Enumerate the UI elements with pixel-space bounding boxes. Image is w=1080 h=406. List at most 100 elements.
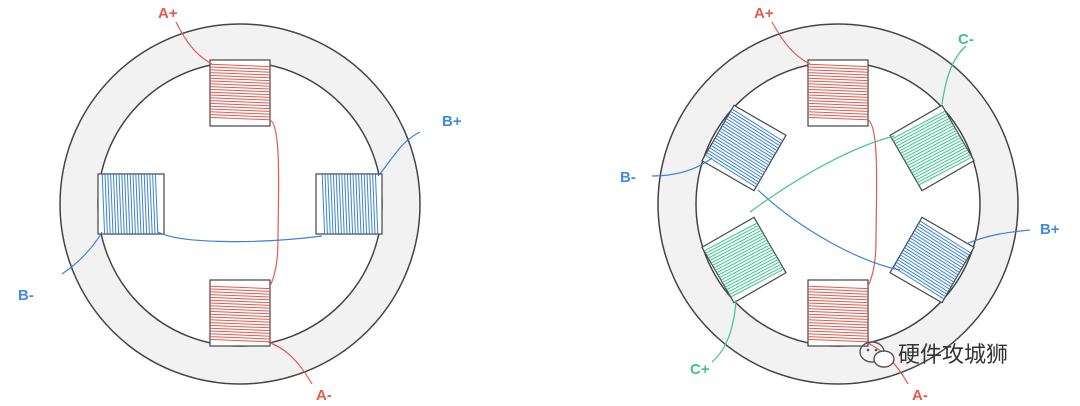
coil-turn	[807, 83, 869, 87]
coil-turn	[915, 227, 967, 261]
coil-turn	[893, 112, 947, 142]
left-wire-b-link	[157, 231, 323, 243]
coil-turn	[710, 234, 765, 264]
coil-turn	[714, 137, 767, 171]
coil-turn	[908, 239, 960, 273]
coil-turn	[721, 125, 774, 159]
coil-turn	[324, 173, 328, 235]
coil-turn	[209, 94, 271, 98]
coil-turn	[716, 135, 768, 169]
coil-turn	[344, 173, 348, 235]
coil-turn	[909, 237, 962, 271]
coil-turn	[730, 268, 785, 298]
coil-turn	[911, 235, 963, 268]
coil-turn	[807, 291, 869, 295]
watermark-text: 硬件攻城狮	[898, 343, 1008, 368]
coil-turn	[807, 86, 869, 90]
coil-turn	[330, 173, 334, 235]
coil-turn	[154, 173, 159, 235]
coil-turn	[209, 72, 271, 76]
coil-turn	[914, 230, 966, 264]
right-wire-b-plus	[965, 229, 1031, 245]
coil-turn	[352, 173, 356, 235]
coil-turn	[807, 77, 869, 82]
coil-turn	[209, 330, 271, 334]
coil-turn	[807, 299, 869, 304]
coil-turn	[898, 256, 950, 290]
coil-turn	[729, 266, 783, 296]
coil-turn	[807, 308, 869, 312]
coil-turn	[104, 173, 108, 235]
coil-turn	[807, 63, 869, 68]
right-label-b-minus: B-	[620, 169, 636, 186]
coil-turn	[374, 173, 379, 235]
coil-turn	[910, 142, 964, 171]
coil-turn	[209, 310, 271, 315]
coil-turn	[209, 111, 271, 115]
coil-turn	[807, 97, 869, 101]
coil-turn	[807, 322, 869, 326]
coil-turn	[209, 114, 271, 118]
coil-turn	[728, 113, 781, 147]
coil-turn	[101, 173, 106, 235]
coil-turn	[121, 173, 125, 235]
coil-turn	[209, 74, 271, 79]
coil-turn	[126, 173, 131, 235]
coil-turn	[209, 116, 271, 121]
wechat-icon	[859, 341, 895, 368]
coil-turn	[209, 324, 271, 329]
coil-turn	[807, 333, 869, 337]
coil-turn	[897, 120, 952, 150]
right-label-c-plus: C+	[690, 361, 710, 378]
coil-turn	[912, 232, 964, 266]
coil-turn	[807, 94, 869, 98]
right-pole-upper-left	[701, 104, 787, 192]
coil-turn	[905, 134, 960, 164]
coil-turn	[209, 63, 271, 68]
coil-turn	[209, 294, 271, 298]
left-motor: A+ A- B+ B-	[18, 5, 462, 404]
coil-turn	[713, 239, 768, 269]
coil-turn	[705, 224, 759, 254]
coil-turn	[715, 241, 769, 271]
coil-turn	[807, 108, 869, 112]
left-wire-a-link	[269, 119, 280, 287]
coil-turn	[918, 156, 973, 186]
coil-turn	[912, 146, 967, 176]
coil-turn	[727, 115, 779, 149]
coil-turn	[209, 299, 271, 304]
coil-turn	[209, 308, 271, 312]
coil-turn	[807, 316, 869, 320]
coil-turn	[135, 173, 139, 235]
right-coil-a-bottom	[807, 285, 869, 343]
coil-turn	[916, 225, 969, 259]
coil-turn	[341, 173, 345, 235]
left-label-b-plus: B+	[442, 113, 462, 130]
coil-turn	[807, 302, 869, 306]
right-wire-c-link	[749, 135, 895, 213]
coil-turn	[712, 142, 764, 176]
coil-turn	[209, 327, 271, 332]
coil-turn	[327, 173, 331, 235]
right-pole-lower-left	[701, 216, 787, 304]
coil-turn	[903, 129, 957, 159]
coil-turn	[129, 173, 134, 235]
coil-turn	[904, 247, 956, 281]
coil-turn	[807, 294, 869, 298]
coil-turn	[919, 220, 971, 254]
coil-turn	[209, 333, 271, 337]
coil-turn	[807, 313, 869, 318]
coil-turn	[366, 173, 370, 235]
coil-turn	[897, 259, 949, 293]
coil-turn	[703, 222, 758, 252]
coil-turn	[905, 244, 957, 278]
coil-turn	[138, 173, 142, 235]
coil-turn	[118, 173, 122, 235]
right-coil-c-lower-left	[703, 222, 785, 298]
coil-turn	[901, 127, 956, 157]
coil-turn	[709, 147, 761, 181]
right-wire-c-minus	[941, 45, 967, 105]
coil-turn	[722, 254, 776, 283]
coil-turn	[363, 173, 368, 235]
coil-turn	[731, 108, 783, 142]
